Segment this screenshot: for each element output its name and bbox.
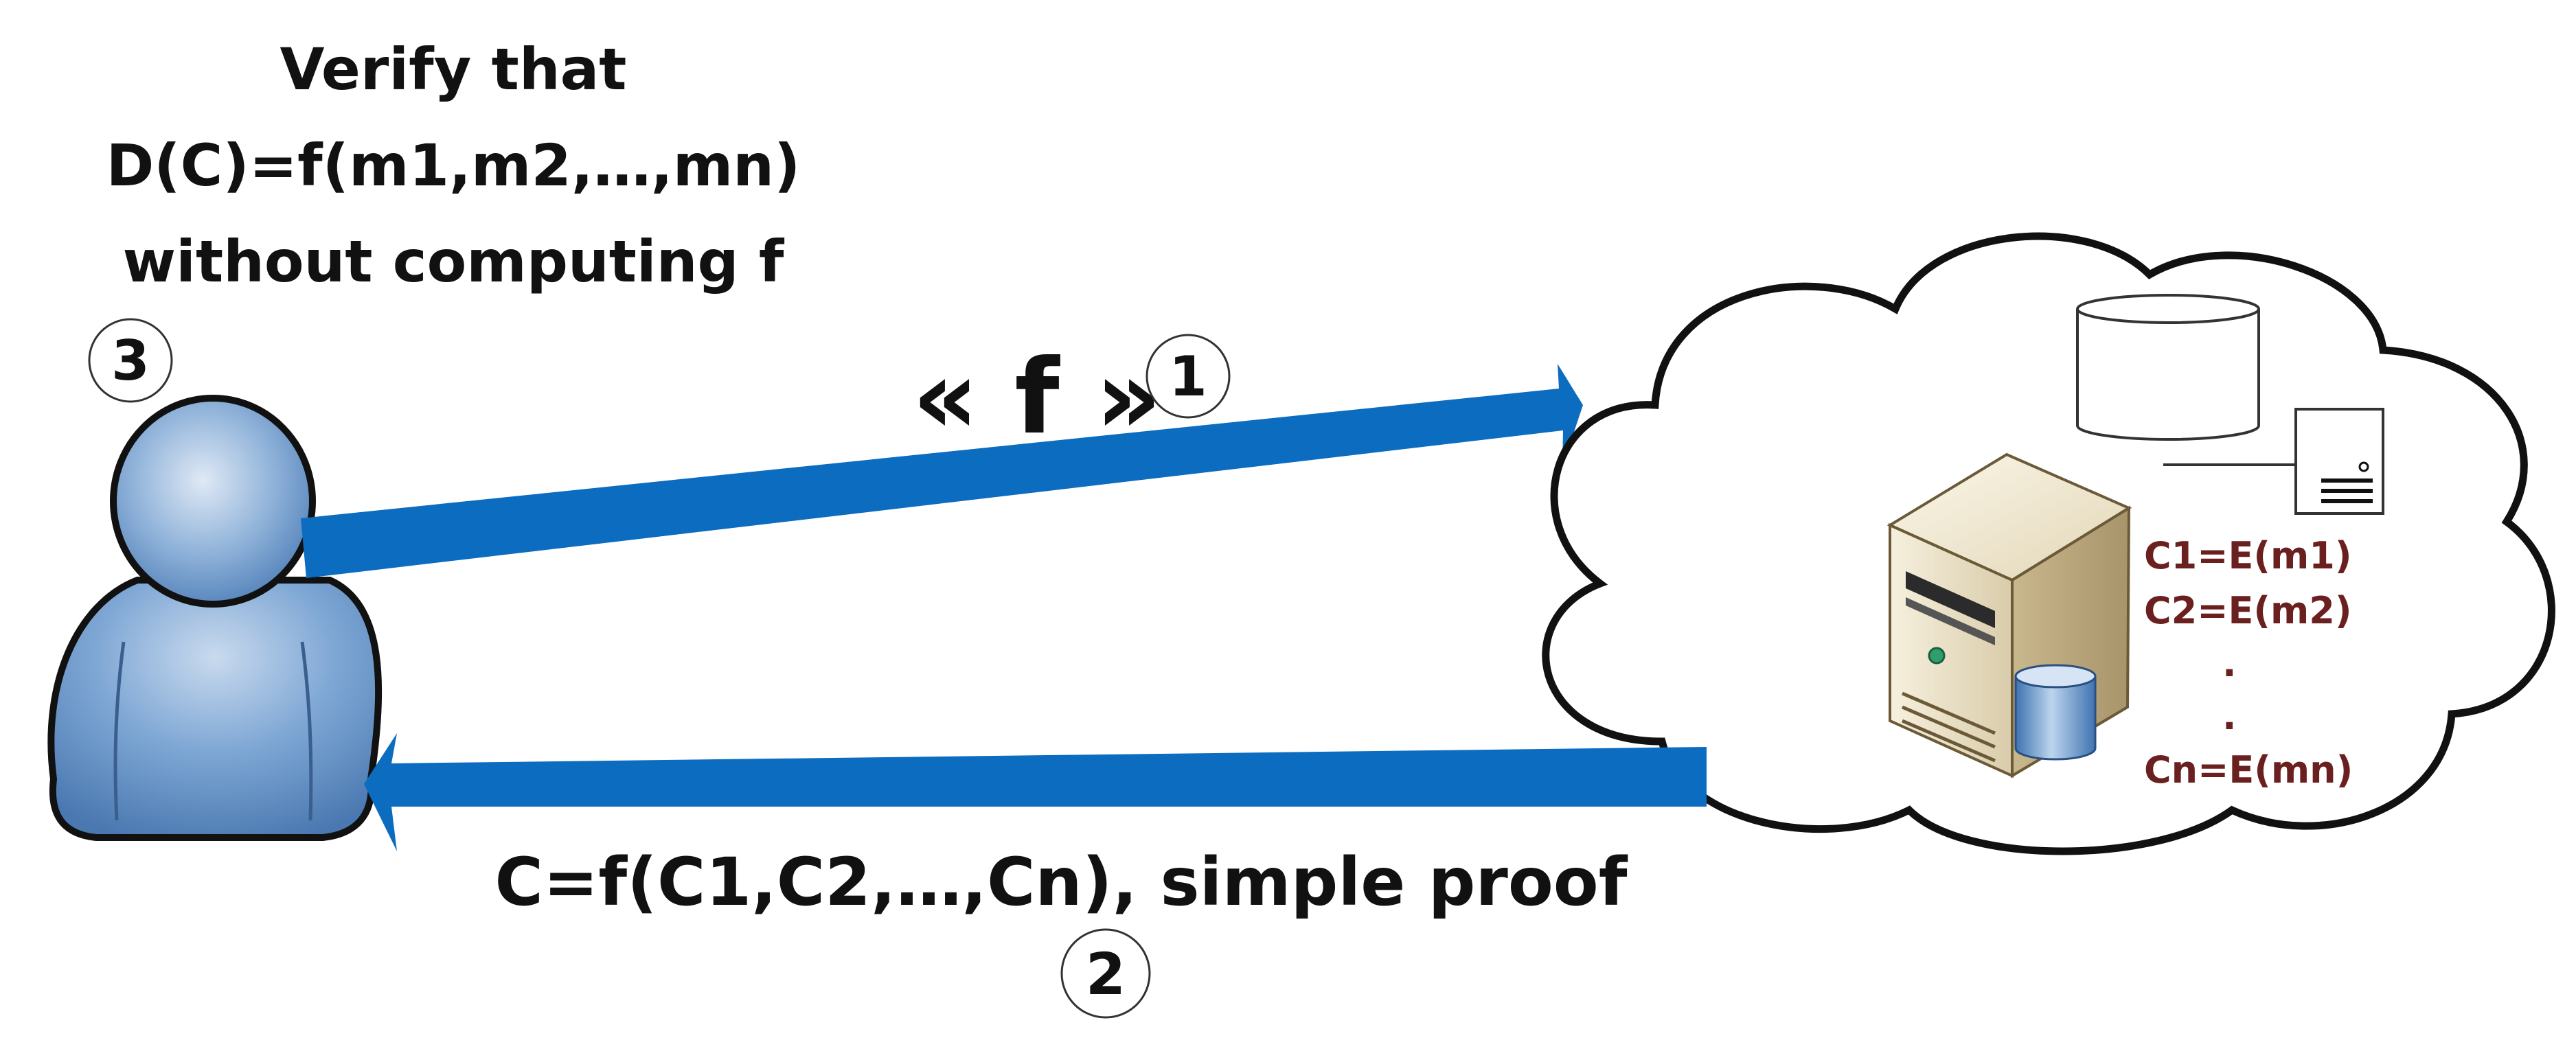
ciphertext-ellipsis-2: . <box>2222 695 2237 738</box>
step-1-marker: 1 <box>1145 334 1231 419</box>
client-label-line2: D(C)=f(m1,m2,…,mn) <box>106 132 801 199</box>
ciphertext-cn: Cn=E(mn) <box>2144 748 2353 792</box>
response-arrow <box>364 733 1707 851</box>
database-icon <box>2076 294 2260 441</box>
server-icon <box>1887 452 2132 778</box>
step-1-number: 1 <box>1169 345 1207 408</box>
ciphertext-c2: C2=E(m2) <box>2144 589 2352 632</box>
ciphertext-list: C1=E(m1) C2=E(m2) . . Cn=E(mn) <box>2144 534 2353 792</box>
response-label: C=f(C1,C2,…,Cn), simple proof <box>495 844 1628 921</box>
request-arrow <box>301 364 1583 578</box>
step-3-marker: 3 <box>88 318 173 403</box>
ciphertext-c1: C1=E(m1) <box>2144 534 2352 577</box>
client-label-line1: Verify that <box>280 36 627 103</box>
ciphertext-ellipsis-1: . <box>2222 642 2237 685</box>
step-3-number: 3 <box>111 329 150 393</box>
client-label-line3: without computing f <box>123 228 785 295</box>
step-2-number: 2 <box>1086 941 1126 1008</box>
client-label: Verify that D(C)=f(m1,m2,…,mn) without c… <box>106 36 801 295</box>
user-icon <box>47 395 383 841</box>
storage-drive-icon <box>2163 408 2384 515</box>
step-2-marker: 2 <box>1060 928 1151 1019</box>
request-label: « f » <box>912 338 1162 457</box>
